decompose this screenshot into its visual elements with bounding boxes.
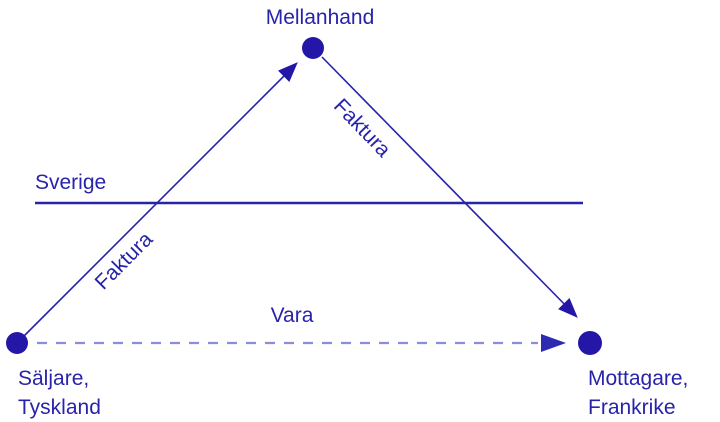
mottagare-label: Mottagare, Frankrike [588, 364, 688, 422]
mellanhand-node-dot [302, 37, 324, 59]
sverige-border-label: Sverige [35, 171, 107, 194]
vara-label: Vara [270, 304, 314, 327]
mottagare-label-line2: Frankrike [588, 396, 676, 419]
vara-arrowhead-icon [541, 334, 566, 352]
mottagare-label-line1: Mottagare, [588, 367, 689, 390]
saljare-node-dot [6, 332, 28, 354]
saljare-label: Säljare, Tyskland [18, 364, 101, 422]
saljare-label-line1: Säljare, [18, 367, 90, 390]
faktura-arrow-seller-to-middleman [23, 62, 298, 337]
mellanhand-label: Mellanhand [265, 6, 375, 29]
saljare-label-line2: Tyskland [18, 396, 101, 419]
mottagare-node-dot [578, 331, 602, 355]
faktura-arrow-middleman-to-recipient [321, 56, 578, 318]
